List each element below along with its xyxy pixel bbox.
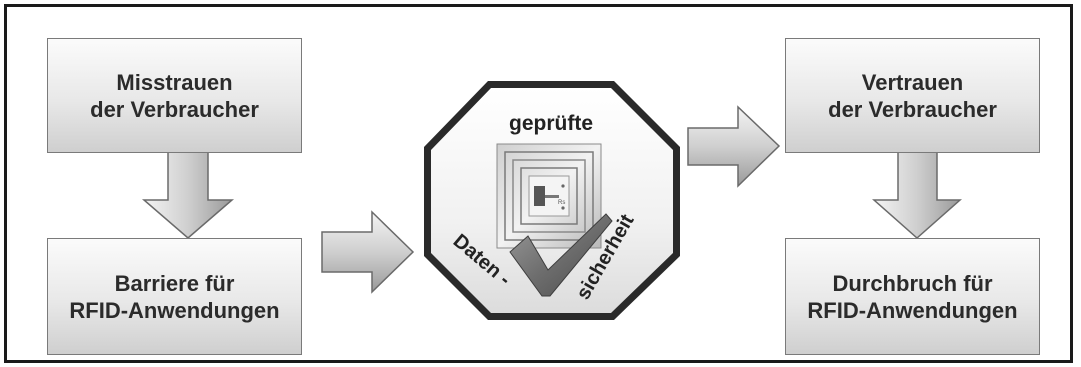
arrow-down-right: [872, 150, 962, 240]
box-barrier-line2: RFID-Anwendungen: [69, 297, 280, 323]
box-distrust: Misstrauen der Verbraucher: [47, 38, 302, 153]
box-trust: Vertrauen der Verbraucher: [785, 38, 1040, 153]
arrow-right-bottom: [321, 210, 415, 294]
box-breakthrough-line2: RFID-Anwendungen: [807, 297, 1018, 323]
box-trust-line1: Vertrauen: [861, 69, 964, 95]
svg-text:Rs: Rs: [558, 200, 565, 206]
box-barrier: Barriere für RFID-Anwendungen: [47, 238, 302, 355]
arrow-down-left: [141, 151, 235, 239]
checkmark-icon: [509, 213, 613, 297]
box-distrust-line1: Misstrauen: [116, 69, 233, 95]
seal-badge: Rs geprüfte Daten - sicherheit: [424, 81, 680, 320]
box-barrier-line1: Barriere für: [114, 270, 235, 296]
box-distrust-line2: der Verbraucher: [90, 96, 259, 122]
seal-top-label: geprüfte: [509, 112, 593, 135]
box-trust-line2: der Verbraucher: [828, 96, 997, 122]
arrow-right-top: [687, 105, 781, 188]
box-breakthrough-line1: Durchbruch für: [832, 270, 993, 296]
rfid-tag-icon: Rs: [496, 143, 602, 249]
box-breakthrough: Durchbruch für RFID-Anwendungen: [785, 238, 1040, 355]
